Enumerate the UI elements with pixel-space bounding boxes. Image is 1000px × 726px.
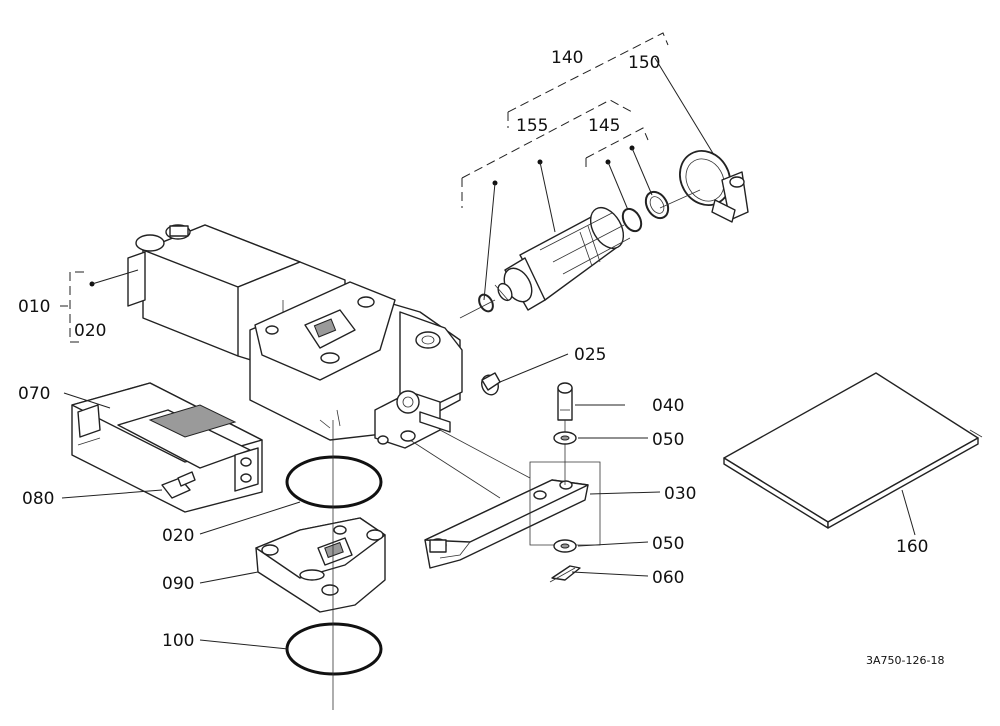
label-050-upper: 050 (652, 430, 684, 450)
label-140: 140 (551, 48, 583, 68)
part-050-washer-bottom (553, 539, 577, 553)
part-050-washer-top (553, 431, 577, 445)
part-025-plug (481, 372, 501, 396)
part-060-snap-pin (549, 565, 581, 583)
part-160-manual (723, 372, 983, 529)
part-100-o-ring (285, 622, 383, 676)
label-145: 145 (588, 116, 620, 136)
part-150-clamp (679, 150, 749, 223)
part-155-o-ring (478, 293, 494, 313)
part-070-bracket (71, 382, 263, 513)
part-040-pin (557, 382, 573, 485)
label-100: 100 (162, 631, 194, 651)
part-020-o-ring (285, 455, 383, 509)
label-080: 080 (22, 489, 54, 509)
label-150: 150 (628, 53, 660, 73)
label-025: 025 (574, 345, 606, 365)
label-020-upper: 020 (74, 321, 106, 341)
part-080-bolt (161, 471, 196, 499)
part-090-cover-plate (255, 517, 386, 613)
label-090: 090 (162, 574, 194, 594)
label-050-lower: 050 (652, 534, 684, 554)
label-020-lower: 020 (162, 526, 194, 546)
bracket-145 (585, 127, 649, 159)
part-155-cartridge (494, 207, 631, 311)
part-010-valve-body (127, 224, 463, 449)
label-060: 060 (652, 568, 684, 588)
label-070: 070 (18, 384, 50, 404)
bracket-140 (507, 32, 669, 113)
part-145-seal-rings (621, 190, 670, 233)
label-155: 155 (516, 116, 548, 136)
bracket-010-020 (69, 271, 84, 343)
label-040: 040 (652, 396, 684, 416)
label-030: 030 (664, 484, 696, 504)
drawing-reference: 3A750-126-18 (866, 654, 944, 667)
label-010: 010 (18, 297, 50, 317)
part-030-lever (409, 429, 589, 569)
bracket-155 (461, 99, 633, 179)
label-160: 160 (896, 537, 928, 557)
